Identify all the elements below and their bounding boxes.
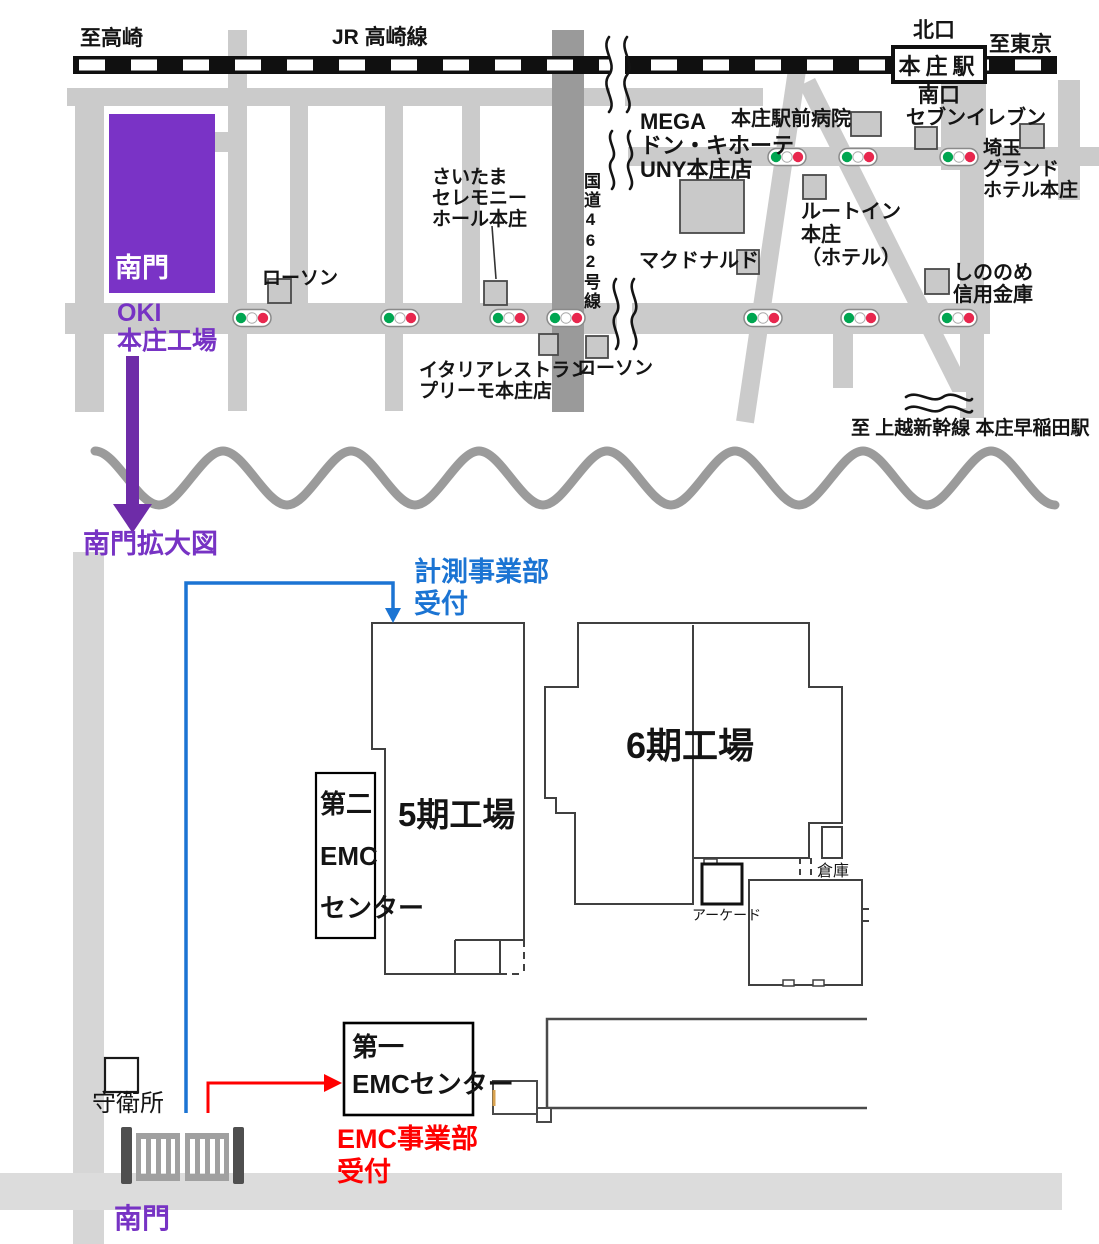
measurement-route-line	[184, 581, 401, 1113]
arcade-label: アーケード	[692, 907, 762, 923]
landmark-saitama-ceremony: さいたま セレモニー ホール本庄	[432, 167, 528, 230]
railway-line	[73, 56, 1057, 74]
south-gate-icon	[121, 1127, 244, 1184]
south-gate-label: 南門	[114, 1203, 171, 1234]
to-takasaki-label: 至高崎	[80, 27, 143, 50]
shinkansen-note: 至 上越新幹線 本庄早稲田駅	[851, 418, 1090, 439]
map-break-marks	[605, 35, 974, 414]
factory6-label: 6期工場	[626, 725, 755, 766]
south-gate-zoom-arrow	[113, 356, 152, 533]
landmark-lawson-south: ローソン	[577, 358, 654, 379]
detail-roads	[0, 552, 1062, 1244]
landmark-route-inn: ルートイン 本庄 （ホテル）	[801, 201, 901, 269]
landmark-saitama-grand-hotel: 埼玉 グランド ホテル本庄	[983, 138, 1079, 201]
factory5-label: 5期工場	[398, 796, 516, 833]
landmark-shinonome: しののめ 信用金庫	[953, 262, 1033, 306]
warehouse-marks	[799, 858, 812, 884]
road-network	[65, 30, 1099, 424]
railway-line-label: JR 高崎線	[332, 26, 428, 49]
guardhouse-box	[103, 1056, 140, 1094]
route462-label: 国道462号線	[581, 172, 601, 311]
measurement-reception-label: 計測事業部 受付	[414, 557, 549, 619]
guardhouse-label: 守衛所	[92, 1090, 164, 1117]
landmark-hospital: 本庄駅前病院	[731, 108, 851, 130]
oki-factory-block	[109, 114, 215, 293]
landmark-squares	[267, 111, 1045, 359]
south-exit-label: 南口	[918, 84, 960, 107]
station-box: 本庄駅	[891, 45, 987, 84]
long-building	[492, 1017, 867, 1123]
to-tokyo-label: 至東京	[989, 33, 1052, 56]
emc-route-line	[206, 1074, 342, 1113]
factory-gate-label-on-building: 南門	[115, 253, 169, 283]
landmark-lawson-north: ローソン	[262, 268, 339, 289]
factory5-outline	[371, 622, 525, 975]
warehouse-label: 倉庫	[817, 863, 850, 880]
landmark-mega: MEGA ドン・キホーテ UNY本庄店	[640, 109, 795, 182]
emc1-label: 第一 EMCセンター	[352, 1032, 514, 1099]
oki-factory-label: OKI 本庄工場	[117, 299, 218, 355]
traffic-lights	[232, 147, 979, 328]
emc-buildings	[314, 771, 475, 1117]
emc-reception-label: EMC事業部 受付	[337, 1124, 478, 1187]
landmark-seven-eleven: セブンイレブン	[906, 107, 1046, 129]
factory6-outline	[544, 622, 843, 905]
landmark-italian: イタリアレストラン プリーモ本庄店	[419, 360, 590, 402]
detail-map-title: 南門拡大図	[83, 529, 218, 559]
north-exit-label: 北口	[913, 19, 955, 42]
arcade-structures	[700, 858, 869, 987]
river-wave	[90, 446, 1060, 510]
emc2-label: 第二 EMC センター	[320, 789, 425, 923]
landmark-mcdonalds: マクドナルド	[639, 250, 759, 272]
